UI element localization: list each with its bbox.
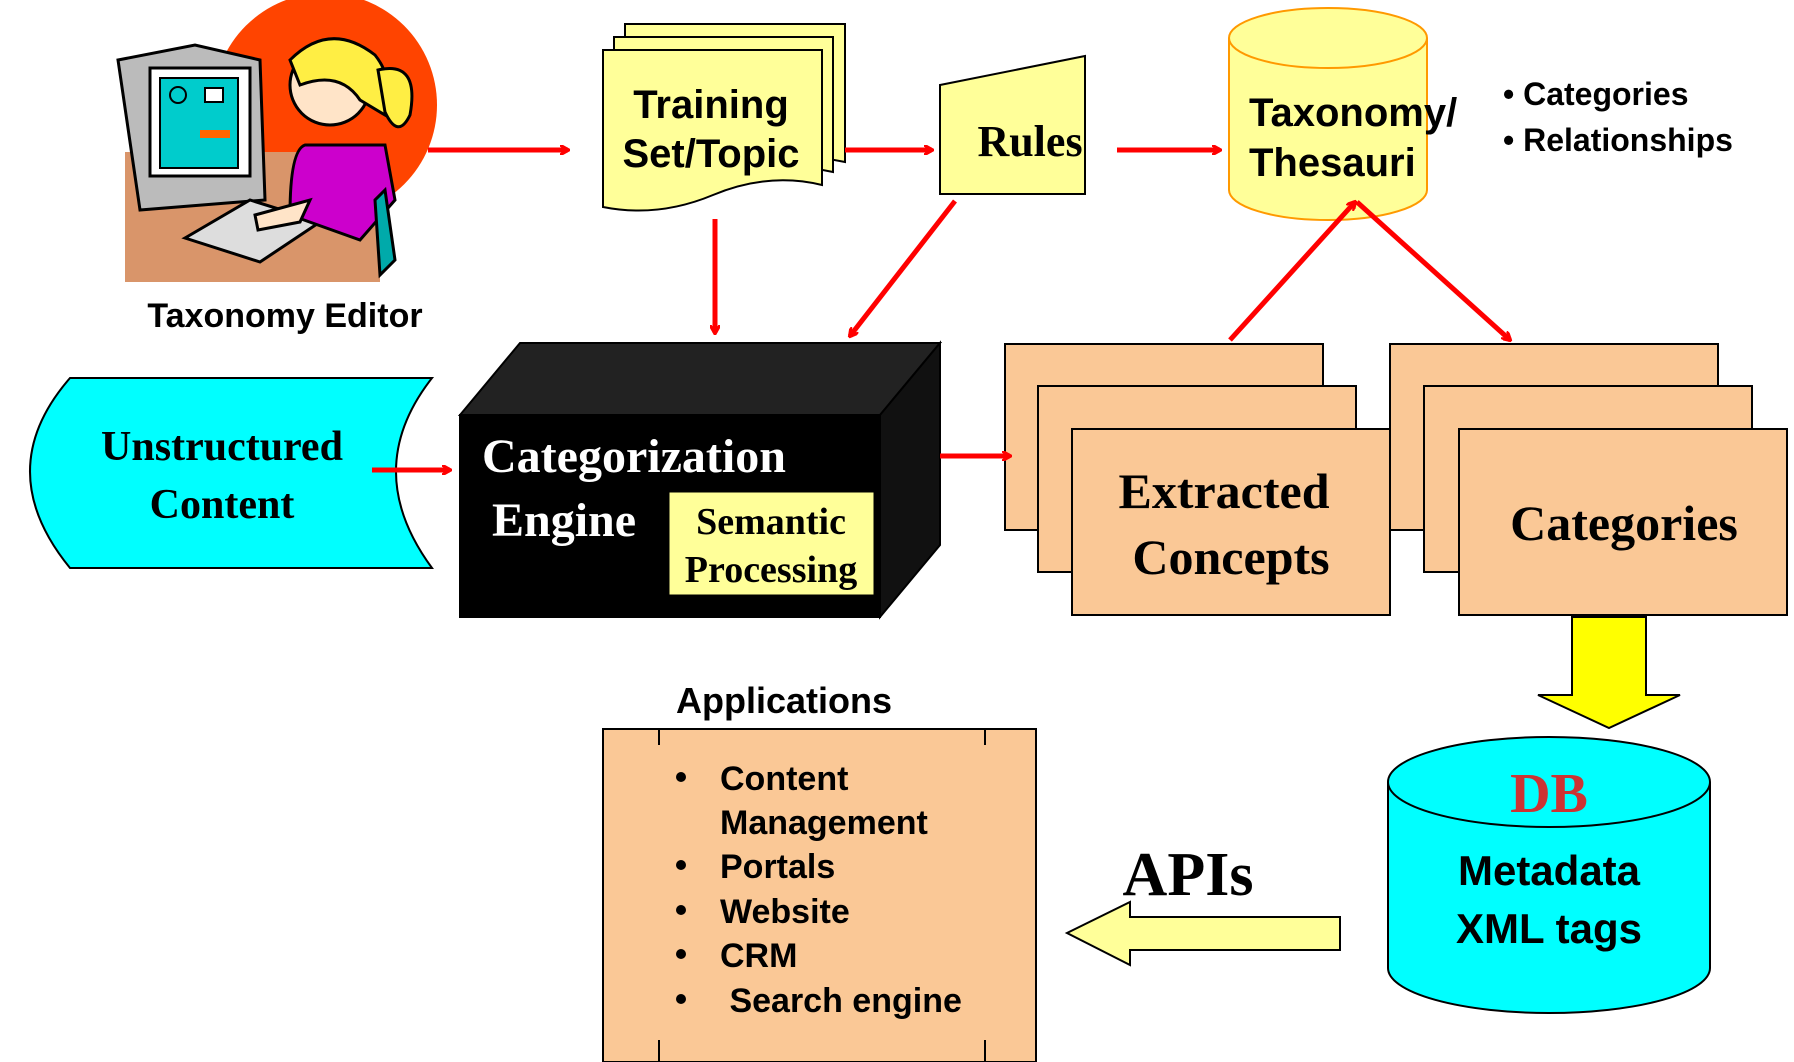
taxonomy-editor-illustration bbox=[116, 0, 437, 282]
training-set-documents bbox=[602, 23, 846, 212]
db-label-2: XML tags bbox=[1456, 905, 1642, 952]
connector-arrows bbox=[372, 150, 1510, 470]
yellow-down-arrow bbox=[1537, 616, 1681, 730]
taxonomy-label-1: Taxonomy/ bbox=[1249, 91, 1457, 135]
unstructured-label-1: Unstructured bbox=[101, 424, 343, 470]
semantic-label-1: Semantic bbox=[696, 501, 846, 543]
applications-title: Applications bbox=[676, 680, 892, 721]
application-item-search-engine: Search engine bbox=[720, 982, 962, 1020]
application-item-website: Website bbox=[720, 893, 850, 931]
db-title: DB bbox=[1510, 763, 1588, 825]
unstructured-label-2: Content bbox=[150, 482, 295, 528]
computer-monitor-icon bbox=[116, 43, 267, 212]
engine-label-2: Engine bbox=[492, 494, 636, 547]
arrow-taxonomy-to-categories bbox=[1355, 200, 1510, 340]
arrow-rules-to-engine bbox=[850, 199, 957, 336]
arrow-concepts-to-taxonomy bbox=[1228, 202, 1355, 342]
person-icon bbox=[253, 37, 414, 279]
applications-scroll bbox=[602, 728, 1037, 1062]
semantic-label-2: Processing bbox=[685, 549, 857, 591]
categorization-engine-box bbox=[457, 340, 943, 620]
extracted-label-1: Extracted bbox=[1118, 463, 1329, 519]
application-item-portals: Portals bbox=[720, 848, 835, 886]
taxonomy-note-categories: • Categories bbox=[1503, 76, 1688, 112]
taxonomy-cylinder bbox=[1228, 7, 1428, 221]
rules-label: Rules bbox=[977, 117, 1082, 166]
application-item-crm: CRM bbox=[720, 937, 797, 975]
apis-label: APIs bbox=[1123, 841, 1254, 909]
taxonomy-note-relationships: • Relationships bbox=[1503, 122, 1733, 158]
application-item-content: Content bbox=[720, 760, 848, 798]
rules-box bbox=[939, 54, 1086, 195]
db-label-1: Metadata bbox=[1458, 847, 1641, 894]
engine-label-1: Categorization bbox=[482, 430, 786, 483]
semantic-processing-box bbox=[668, 491, 875, 596]
categories-stack bbox=[1389, 343, 1788, 616]
training-set-label-2: Set/Topic bbox=[622, 132, 799, 176]
apis-left-arrow bbox=[1064, 900, 1341, 967]
taxonomy-label-2: Thesauri bbox=[1249, 141, 1416, 185]
training-set-label-1: Training bbox=[633, 83, 789, 127]
applications-bullets bbox=[676, 772, 686, 1004]
categories-label: Categories bbox=[1510, 495, 1738, 551]
db-cylinder bbox=[1387, 736, 1711, 1014]
taxonomy-editor-label: Taxonomy Editor bbox=[147, 297, 422, 335]
application-item-management: Management bbox=[720, 804, 928, 842]
unstructured-content-shape bbox=[29, 377, 435, 569]
extracted-label-2: Concepts bbox=[1132, 529, 1329, 585]
